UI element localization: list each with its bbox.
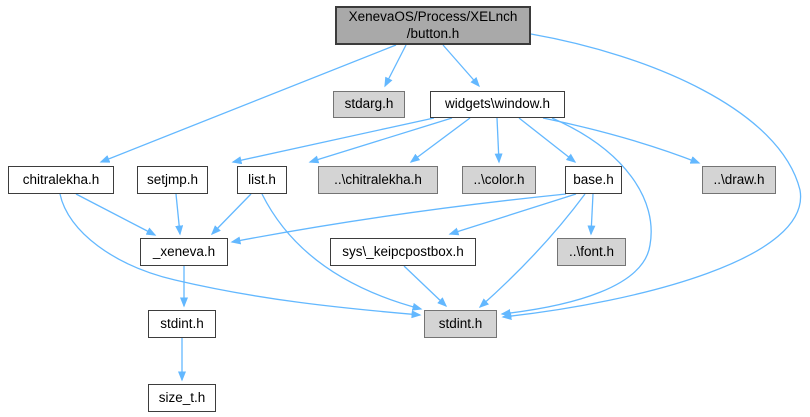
node-stdarg-h: stdarg.h <box>333 91 405 118</box>
node-parent-chitralekha-h: ..\chitralekha.h <box>318 166 438 194</box>
edge-window-to-up-color <box>494 117 503 164</box>
edge-base-to-stdint-right <box>478 193 586 308</box>
node-size-t-h[interactable]: size_t.h <box>148 384 216 412</box>
edge-button-to-stdint-right <box>501 33 802 321</box>
edge-list-to-xeneva <box>210 193 252 236</box>
edge-keipcpostbox-to-stdint-right <box>403 265 448 308</box>
node-sys-keipcpostbox-h[interactable]: sys\_keipcpostbox.h <box>330 238 476 266</box>
edge-button-to-chitralekha <box>99 44 397 163</box>
edge-base-to-xeneva <box>230 193 567 245</box>
node-stdint-h-left[interactable]: stdint.h <box>148 310 216 338</box>
edge-chitralekha-to-stdint-right <box>59 193 422 319</box>
node-chitralekha-h[interactable]: chitralekha.h <box>8 166 114 194</box>
node-widgets-window-h[interactable]: widgets\window.h <box>430 91 565 118</box>
edge-window-to-up-chitralekha <box>409 117 471 163</box>
node-xeneva-h[interactable]: _xeneva.h <box>140 238 228 266</box>
edge-window-to-list <box>308 117 453 164</box>
edge-button-to-stdarg <box>384 44 407 88</box>
node-list-h[interactable]: list.h <box>237 166 287 194</box>
edge-window-to-base <box>518 117 577 163</box>
node-base-h[interactable]: base.h <box>565 166 622 194</box>
node-parent-draw-h: ..\draw.h <box>702 166 776 194</box>
edge-setjmp-to-xeneva <box>175 193 184 236</box>
edge-base-to-keipcpostbox <box>448 193 577 236</box>
edge-window-to-setjmp <box>231 117 435 165</box>
node-setjmp-h[interactable]: setjmp.h <box>137 166 208 194</box>
edge-window-to-stdint-right <box>500 117 652 318</box>
edge-base-to-up-font <box>587 193 596 236</box>
node-stdint-h-right: stdint.h <box>424 310 497 338</box>
edge-chitralekha-to-xeneva <box>75 193 157 236</box>
edge-button-to-window <box>442 44 480 88</box>
node-parent-color-h: ..\color.h <box>462 166 536 194</box>
node-button-h: XenevaOS/Process/XELnch /button.h <box>335 6 531 45</box>
node-parent-font-h: ..\font.h <box>557 238 626 266</box>
edge-list-to-stdint-right <box>261 193 423 311</box>
